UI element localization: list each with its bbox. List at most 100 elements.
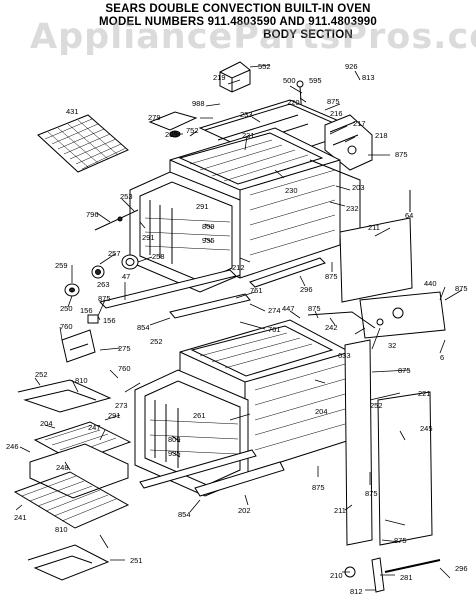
label-221: 221 xyxy=(418,389,431,398)
label-760: 760 xyxy=(60,322,73,331)
label-247: 247 xyxy=(88,423,101,432)
label-156b: 156 xyxy=(103,316,116,325)
label-257: 257 xyxy=(108,249,121,258)
part-760-bracket[interactable] xyxy=(61,329,96,363)
label-252a: 252 xyxy=(150,337,163,346)
part-440-bracket[interactable] xyxy=(359,291,446,339)
label-796: 796 xyxy=(86,210,99,219)
label-431: 431 xyxy=(66,107,79,116)
label-241: 241 xyxy=(14,513,27,522)
label-875j: 875 xyxy=(394,536,407,545)
label-205: 205 xyxy=(165,130,178,139)
label-248: 248 xyxy=(56,463,69,472)
label-809b: 809 xyxy=(168,435,181,444)
diagram-title-line-1: SEARS DOUBLE CONVECTION BUILT-IN OVEN xyxy=(105,3,371,15)
label-273: 273 xyxy=(115,401,128,410)
diagram-title-line-3: BODY SECTION xyxy=(263,29,353,41)
label-261: 261 xyxy=(193,411,206,420)
part-251-broil-element[interactable] xyxy=(27,544,110,581)
label-291b: 291 xyxy=(142,233,155,242)
label-296b: 296 xyxy=(455,564,468,573)
label-935a: 935 xyxy=(202,236,215,245)
label-210: 210 xyxy=(330,571,343,580)
label-875a: 875 xyxy=(327,97,340,106)
part-245-side-panel[interactable] xyxy=(377,391,433,546)
label-274: 274 xyxy=(268,306,281,315)
part-202-bottom-plate[interactable] xyxy=(194,461,285,497)
part-221-side-panel[interactable] xyxy=(344,339,373,546)
part-431-oven-rack[interactable] xyxy=(37,114,129,173)
label-440: 440 xyxy=(424,279,437,288)
part-241-oven-rack[interactable] xyxy=(13,471,130,529)
label-875g: 875 xyxy=(398,366,411,375)
part-296-rod[interactable] xyxy=(384,559,441,573)
label-875b: 875 xyxy=(395,150,408,159)
label-595: 595 xyxy=(309,76,322,85)
label-752: 752 xyxy=(186,126,199,135)
label-32: 32 xyxy=(388,341,396,350)
part-257-knob[interactable] xyxy=(91,265,105,279)
label-291a: 291 xyxy=(196,202,209,211)
label-258: 258 xyxy=(152,252,165,261)
leader-lines xyxy=(15,64,463,591)
label-809a: 809 xyxy=(202,222,215,231)
label-230: 230 xyxy=(285,186,298,195)
label-875h: 875 xyxy=(365,489,378,498)
label-810b: 810 xyxy=(55,525,68,534)
part-274-rail[interactable] xyxy=(169,293,251,319)
label-854a: 854 xyxy=(137,323,150,332)
label-252b: 252 xyxy=(35,370,48,379)
label-204a: 204 xyxy=(40,419,53,428)
part-258-knob[interactable] xyxy=(121,254,139,270)
label-263: 263 xyxy=(97,280,110,289)
part-219-bracket[interactable] xyxy=(219,61,251,93)
label-6: 6 xyxy=(440,353,444,362)
label-232: 232 xyxy=(346,204,359,213)
label-231: 231 xyxy=(242,131,255,140)
part-211-side-panel[interactable] xyxy=(339,217,413,303)
label-988: 988 xyxy=(192,99,205,108)
label-552: 552 xyxy=(258,62,271,71)
label-935b: 935 xyxy=(168,449,181,458)
label-218: 218 xyxy=(375,131,388,140)
label-447: 447 xyxy=(282,304,295,313)
label-281: 281 xyxy=(400,573,413,582)
part-752[interactable] xyxy=(189,130,198,137)
label-275: 275 xyxy=(118,344,131,353)
label-246: 246 xyxy=(6,442,19,451)
part-47-trim-strip[interactable] xyxy=(99,269,237,309)
part-259-knob[interactable] xyxy=(64,283,80,297)
label-633: 633 xyxy=(338,351,351,360)
part-252-bake-element[interactable] xyxy=(17,379,112,413)
label-251: 251 xyxy=(130,556,143,565)
label-813: 813 xyxy=(362,73,375,82)
label-296a: 296 xyxy=(300,285,313,294)
label-204b: 204 xyxy=(315,407,328,416)
label-761b: 761 xyxy=(268,325,281,334)
part-253-rod[interactable] xyxy=(94,209,139,231)
label-211a: 211 xyxy=(368,223,380,232)
label-500: 500 xyxy=(283,76,296,85)
diagram-title-line-2: MODEL NUMBERS 911.4803590 AND 911.480399… xyxy=(99,16,377,28)
label-47: 47 xyxy=(122,272,130,281)
part-156-clip[interactable] xyxy=(87,314,99,324)
label-216: 216 xyxy=(330,109,343,118)
label-217: 217 xyxy=(353,119,366,128)
label-926: 926 xyxy=(345,62,358,71)
label-203: 203 xyxy=(352,183,365,192)
label-245: 245 xyxy=(420,424,433,433)
part-212-strip[interactable] xyxy=(249,257,326,288)
part-854-strip[interactable] xyxy=(139,449,257,489)
part-281-bracket[interactable] xyxy=(371,557,385,593)
label-252c: 252 xyxy=(370,401,383,410)
label-64: 64 xyxy=(405,211,413,220)
label-211b: 211 xyxy=(334,506,346,515)
part-242-pipe[interactable] xyxy=(307,311,376,329)
part-279-tray[interactable] xyxy=(148,111,198,131)
part-248-broiler-base[interactable] xyxy=(29,443,129,499)
label-854b: 854 xyxy=(178,510,191,519)
label-875c: 875 xyxy=(325,272,338,281)
part-upper-oven-front-frame[interactable] xyxy=(129,171,241,293)
part-labels: 552 926 813 219 500 595 988 875 220 216 … xyxy=(6,62,468,596)
